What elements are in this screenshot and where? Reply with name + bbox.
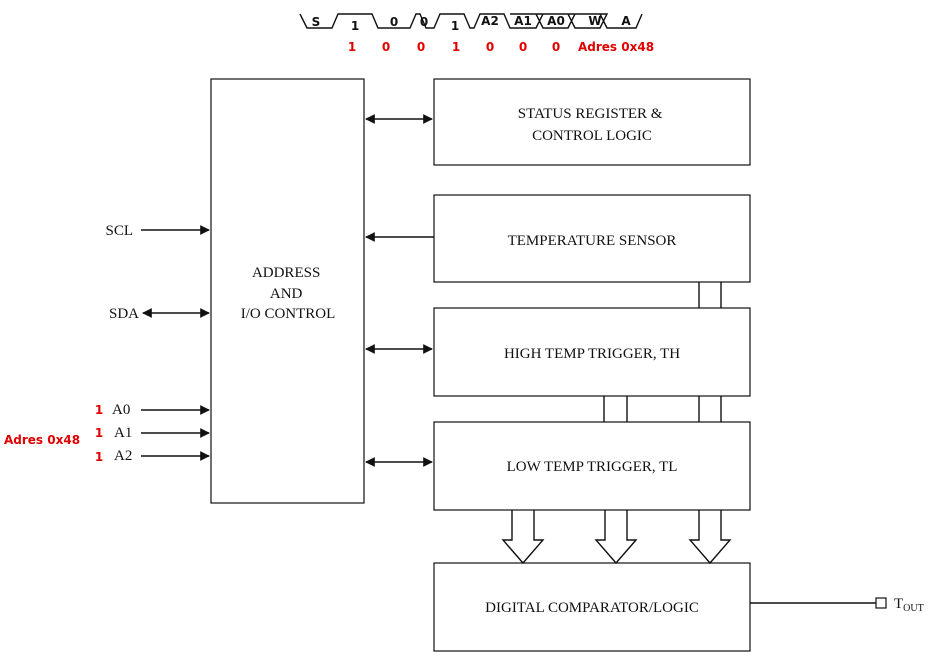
high-to-low-bus-right: [698, 396, 722, 422]
a1-pin-label: A1: [114, 425, 132, 441]
a0-value: 1: [95, 403, 103, 417]
a0-pin-label: A0: [112, 402, 130, 418]
address-io-control-block: [210, 78, 365, 504]
bit-label-a: A: [621, 14, 631, 28]
bit-label-1b: 1: [451, 19, 459, 33]
a1-value: 1: [95, 426, 103, 440]
bit-label-a1: A1: [514, 14, 532, 28]
status-register-block: [433, 78, 751, 166]
temperature-sensor-block: [433, 194, 751, 283]
temperature-sensor-label: TEMPERATURE SENSOR: [508, 233, 677, 249]
address-label-line-3: I/O CONTROL: [241, 306, 336, 322]
a2-pin-label: A2: [114, 448, 132, 464]
bit-value-4: 1: [452, 40, 460, 54]
status-label-line-2: CONTROL LOGIC: [532, 128, 652, 144]
tout-subscript: OUT: [903, 603, 924, 614]
status-label-line-1: STATUS REGISTER &: [518, 106, 663, 122]
bit-value-3: 0: [417, 40, 425, 54]
bit-value-7: 0: [552, 40, 560, 54]
sensor-to-high-bus: [698, 282, 722, 308]
low-temp-trigger-label: LOW TEMP TRIGGER, TL: [507, 459, 678, 475]
low-temp-trigger-block: [433, 421, 751, 511]
high-to-low-bus-left: [603, 396, 628, 422]
bit-label-a0: A0: [547, 14, 565, 28]
bit-value-2: 0: [382, 40, 390, 54]
address-io-control-label: ADDRESS AND I/O CONTROL: [241, 265, 336, 322]
sda-pin-label: SDA: [109, 306, 139, 322]
bit-label-0a: 0: [390, 15, 398, 29]
bit-value-1: 1: [348, 40, 356, 54]
address-label-line-1: ADDRESS: [252, 265, 320, 281]
bit-label-0b: 0: [420, 15, 428, 29]
bit-label-w: W: [588, 14, 601, 28]
tout-main: T: [894, 596, 903, 612]
high-temp-trigger-block: [433, 307, 751, 397]
low-to-comparator-arrow-2: [594, 510, 638, 565]
digital-comparator-label: DIGITAL COMPARATOR/LOGIC: [485, 600, 699, 616]
bit-value-6: 0: [519, 40, 527, 54]
header-address-note: Adres 0x48: [578, 40, 654, 54]
bit-value-5: 0: [486, 40, 494, 54]
scl-pin-label: SCL: [105, 223, 133, 239]
tout-pin-square: [875, 597, 887, 609]
high-temp-trigger-label: HIGH TEMP TRIGGER, TH: [504, 346, 680, 362]
address-bit-strip: S 1 0 0 1 A2 A1 A0 W A 1 0 0 1 0 0 0 Adr…: [299, 13, 654, 54]
a2-value: 1: [95, 450, 103, 464]
bit-label-s: S: [312, 15, 321, 29]
pins-address-note: Adres 0x48: [4, 433, 80, 447]
bit-strip-waveform: [299, 13, 643, 29]
status-register-label: STATUS REGISTER & CONTROL LOGIC: [518, 106, 666, 144]
address-label-line-2: AND: [270, 286, 303, 302]
low-to-comparator-arrow-3: [688, 510, 732, 565]
digital-comparator-block: [433, 562, 751, 652]
tout-label: TOUT: [894, 596, 924, 614]
bit-label-1a: 1: [351, 19, 359, 33]
low-to-comparator-arrow-1: [501, 510, 545, 565]
bit-label-a2: A2: [481, 14, 499, 28]
